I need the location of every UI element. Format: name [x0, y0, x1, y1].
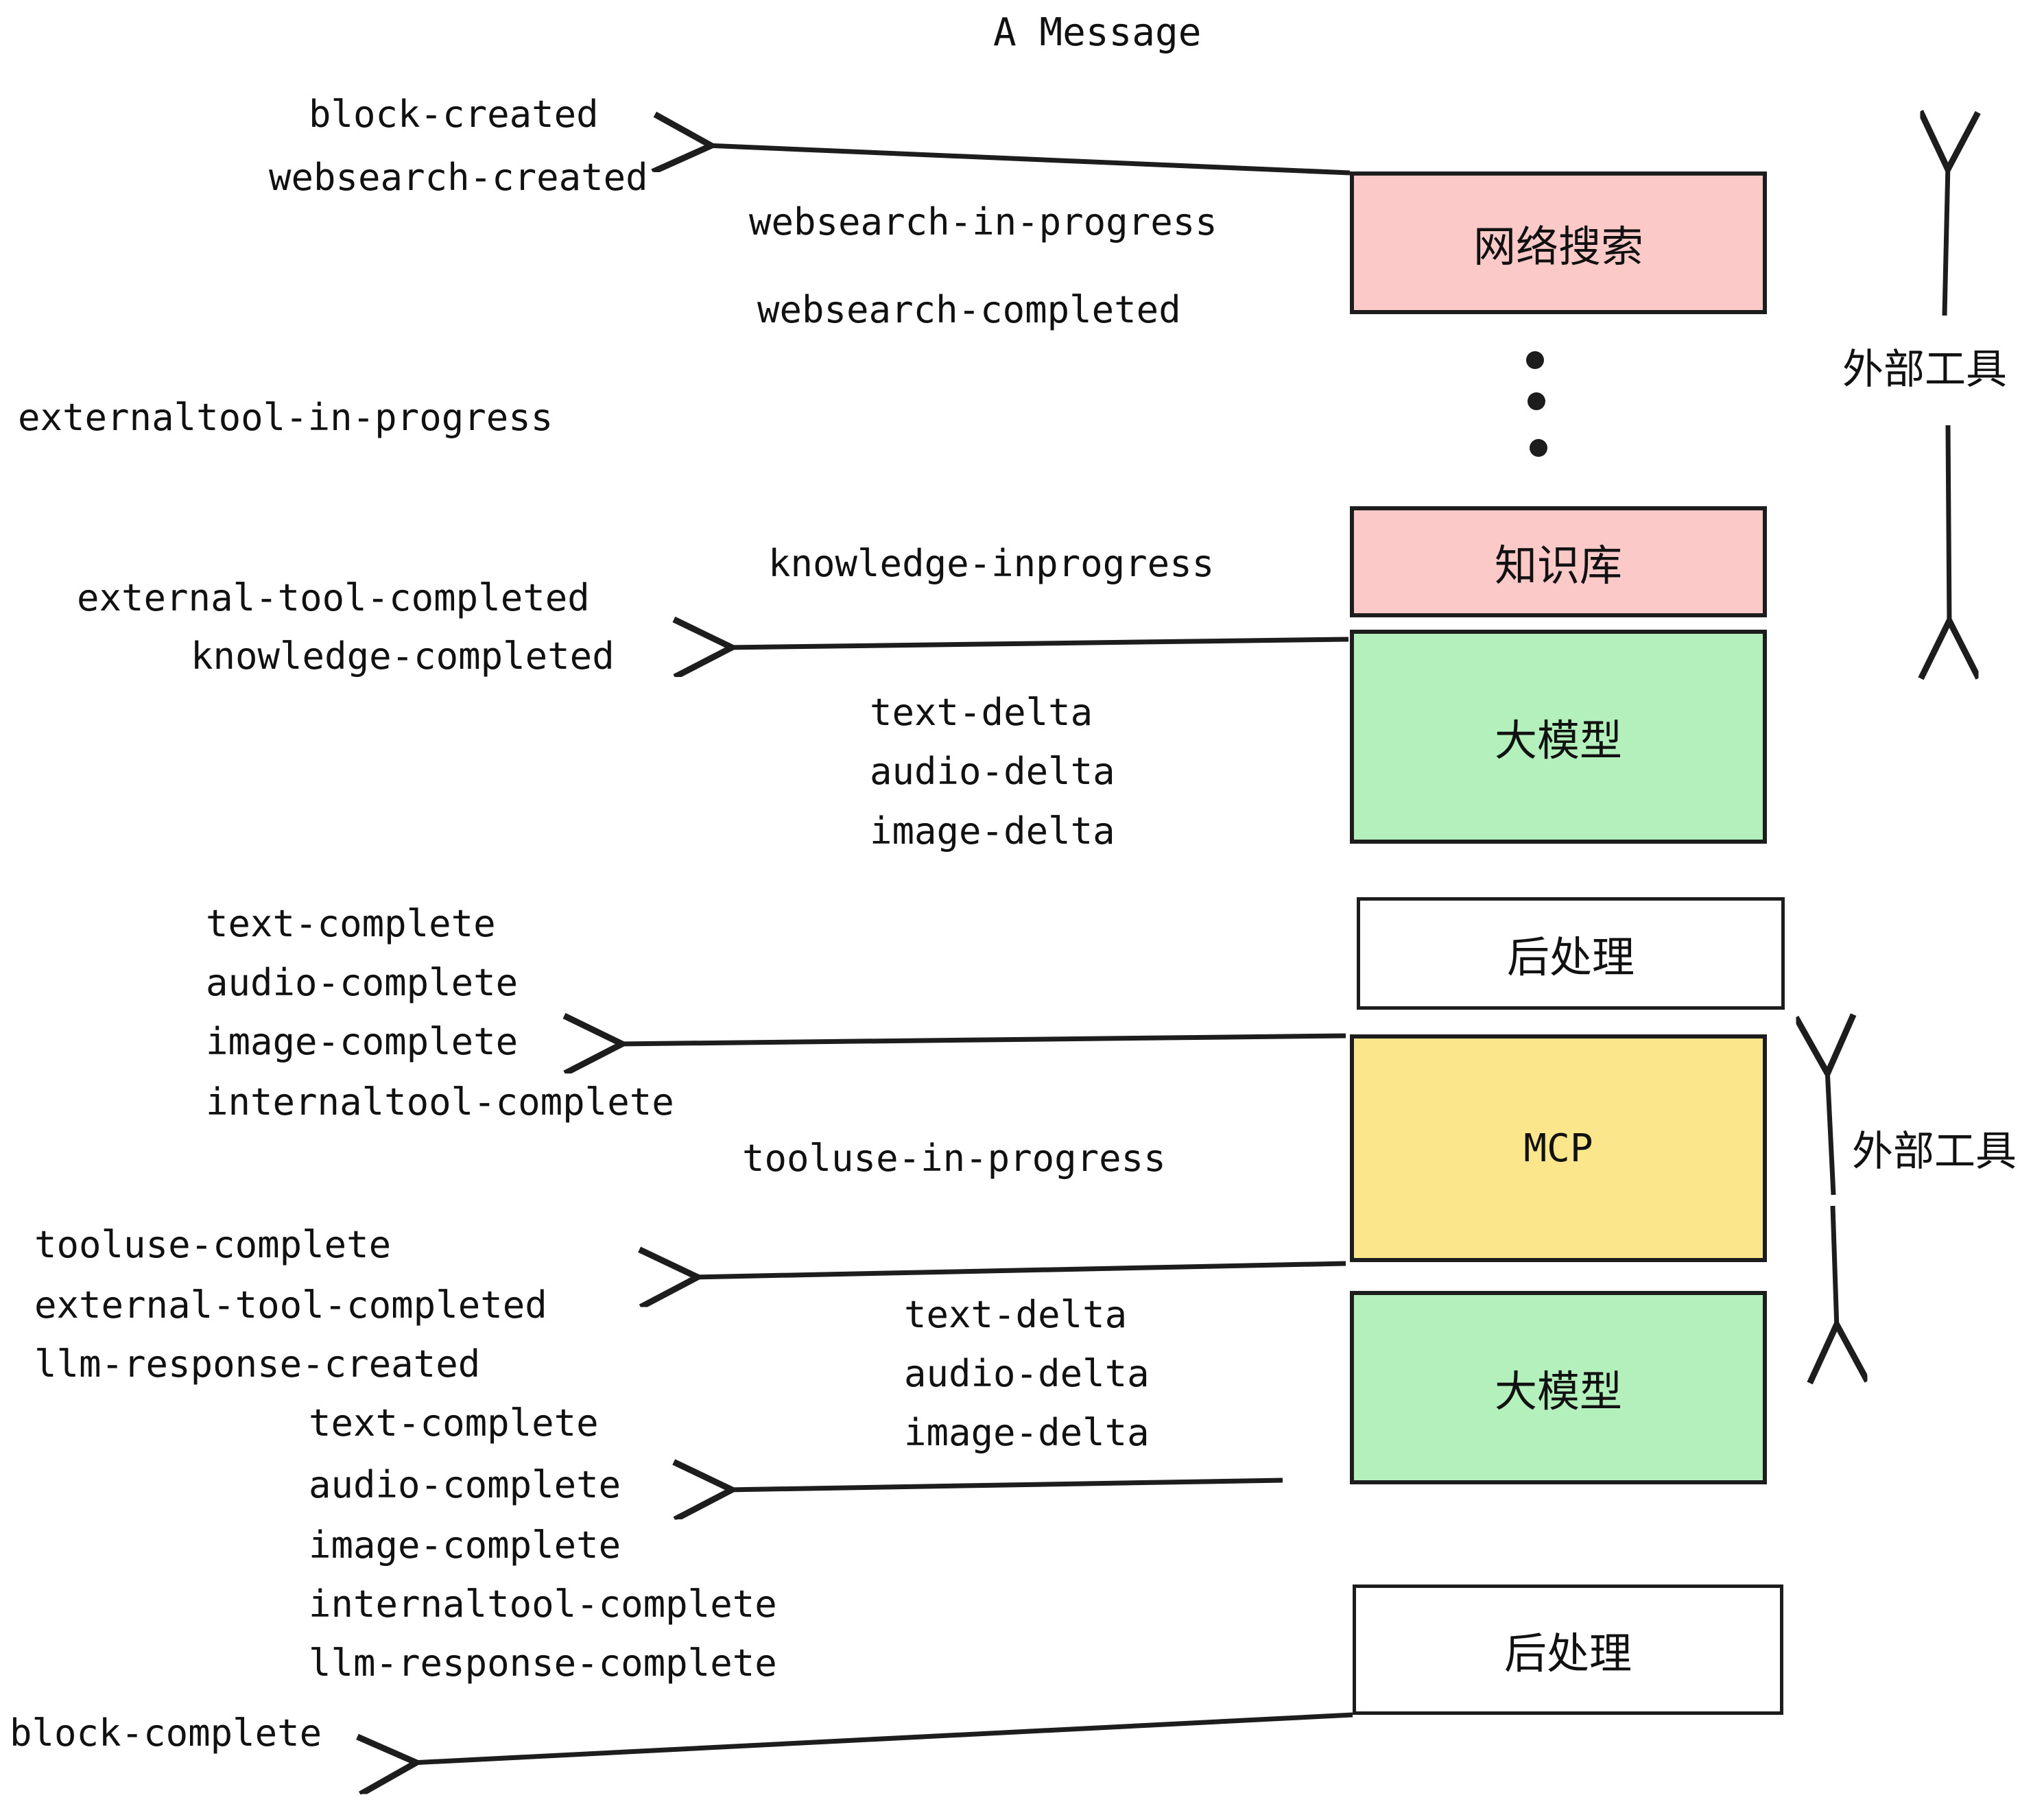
event-label-internaltool-complete-2: internaltool-complete: [309, 1582, 777, 1626]
event-label-internaltool-complete-1: internaltool-complete: [206, 1080, 674, 1124]
arrow-llm-second-to-audio-complete: [727, 1480, 1283, 1490]
ellipsis-dot-2: [1528, 392, 1545, 410]
event-label-image-complete-2: image-complete: [309, 1523, 621, 1567]
event-label-block-created: block-created: [309, 93, 599, 136]
node-websearch[interactable]: 网络搜索: [1350, 171, 1767, 314]
node-label-llm-first: 大模型: [1494, 715, 1622, 765]
event-label-external-tool-completed-1: external-tool-completed: [77, 576, 590, 619]
event-label-llm-response-complete: llm-response-complete: [309, 1641, 777, 1685]
node-postprocess-second[interactable]: 后处理: [1353, 1585, 1783, 1715]
event-label-websearch-created: websearch-created: [269, 156, 648, 199]
event-label-external-tool-completed-2: external-tool-completed: [34, 1283, 547, 1327]
event-label-text-delta-2: text-delta: [904, 1293, 1128, 1336]
arrow-external-tools-top-down: [1948, 425, 1949, 626]
node-knowledge[interactable]: 知识库: [1350, 506, 1767, 617]
group-label-external-tools-top: 外部工具: [1842, 346, 2007, 394]
event-label-text-complete-1: text-complete: [206, 902, 496, 945]
event-label-audio-delta-2: audio-delta: [904, 1352, 1150, 1395]
event-label-tooluse-in-progress: tooluse-in-progress: [742, 1137, 1166, 1180]
event-label-audio-delta-1: audio-delta: [870, 750, 1115, 793]
arrow-knowledge-to-completed: [727, 639, 1349, 648]
event-label-image-delta-2: image-delta: [904, 1411, 1150, 1454]
event-label-tooluse-complete: tooluse-complete: [34, 1223, 392, 1266]
ellipsis-dot-1: [1526, 351, 1544, 369]
event-label-knowledge-inprogress: knowledge-inprogress: [768, 542, 1215, 585]
node-label-knowledge: 知识库: [1494, 541, 1622, 591]
node-label-llm-second: 大模型: [1494, 1366, 1622, 1416]
arrow-websearch-to-created: [706, 145, 1351, 176]
event-label-text-complete-2: text-complete: [309, 1401, 599, 1445]
event-label-audio-complete-2: audio-complete: [309, 1463, 621, 1506]
node-mcp[interactable]: MCP: [1350, 1034, 1767, 1262]
node-label-websearch: 网络搜索: [1473, 222, 1643, 272]
group-label-external-tools-bottom: 外部工具: [1852, 1128, 2017, 1176]
event-label-image-delta-1: image-delta: [870, 809, 1115, 853]
arrow-external-tools-bottom-up: [1827, 1069, 1833, 1196]
node-label-postprocess-second: 后处理: [1504, 1628, 1632, 1678]
arrow-postprocess-to-block-complete: [412, 1712, 1353, 1763]
event-label-websearch-completed: websearch-completed: [757, 288, 1181, 331]
event-label-externaltool-in-progress: externaltool-in-progress: [18, 396, 554, 439]
node-llm-second[interactable]: 大模型: [1350, 1291, 1767, 1484]
event-label-text-delta-1: text-delta: [870, 691, 1093, 734]
event-label-audio-complete-1: audio-complete: [206, 961, 519, 1004]
ellipsis-dot-3: [1530, 439, 1547, 457]
arrow-postprocess-to-image-complete: [617, 1036, 1346, 1044]
arrow-mcp-to-tooluse-complete: [693, 1263, 1346, 1277]
event-label-websearch-in-progress: websearch-in-progress: [749, 200, 1217, 244]
arrow-external-tools-top-up: [1945, 165, 1948, 316]
node-label-postprocess-first: 后处理: [1506, 932, 1635, 982]
event-label-knowledge-completed: knowledge-completed: [191, 634, 615, 678]
node-postprocess-first[interactable]: 后处理: [1357, 897, 1785, 1010]
arrow-external-tools-bottom-down: [1833, 1205, 1837, 1329]
event-label-block-complete: block-complete: [10, 1711, 322, 1755]
node-label-mcp: MCP: [1523, 1126, 1593, 1171]
event-label-llm-response-created: llm-response-created: [34, 1342, 481, 1386]
event-label-image-complete-1: image-complete: [206, 1020, 519, 1063]
node-llm-first[interactable]: 大模型: [1350, 630, 1767, 844]
diagram-title: A Message: [993, 10, 1202, 55]
